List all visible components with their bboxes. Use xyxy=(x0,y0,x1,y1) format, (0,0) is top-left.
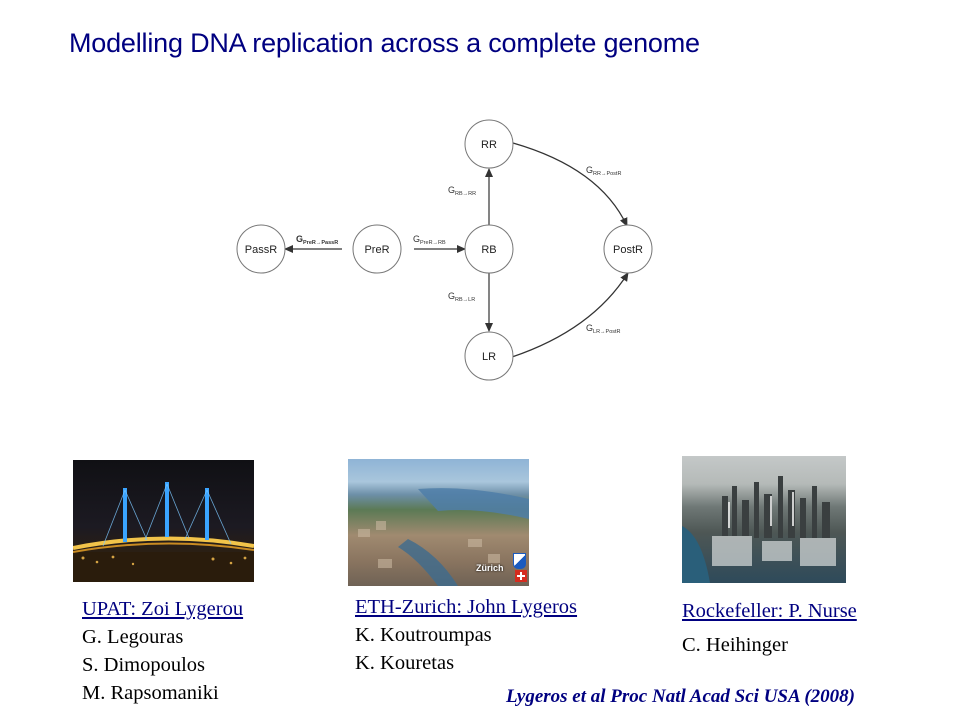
upat-member: G. Legouras xyxy=(82,626,184,648)
zurich-coat-of-arms-icon xyxy=(513,553,526,569)
eth-member: K. Koutroumpas xyxy=(355,624,492,646)
eth-group-head: ETH-Zurich: John Lygeros xyxy=(355,596,578,618)
label-rb-lr: GRB→LR xyxy=(448,291,475,303)
svg-text:RR: RR xyxy=(481,139,497,151)
label-prer-passr: GPreR→PassR xyxy=(296,234,338,246)
eth-member: K. Kouretas xyxy=(355,652,455,674)
swiss-flag-icon xyxy=(515,570,527,582)
rockefeller-group: Rockefeller: P. Nurse C. Heihinger xyxy=(682,594,857,662)
svg-text:PassR: PassR xyxy=(245,244,277,256)
label-lr-postr: GLR→PostR xyxy=(586,323,621,335)
svg-text:RB: RB xyxy=(481,244,496,256)
node-prer: PreR xyxy=(352,224,402,274)
upat-member: M. Rapsomaniki xyxy=(82,682,219,704)
node-postr: PostR xyxy=(603,224,653,274)
zurich-caption: Zürich xyxy=(476,563,504,573)
svg-text:LR: LR xyxy=(482,351,496,363)
node-passr: PassR xyxy=(236,224,286,274)
svg-text:PreR: PreR xyxy=(364,244,389,256)
bridge-night-photo xyxy=(73,460,254,582)
svg-text:PostR: PostR xyxy=(613,244,643,256)
edge-rr-postr xyxy=(512,142,628,227)
rockefeller-group-head: Rockefeller: P. Nurse xyxy=(682,600,857,622)
zurich-aerial-photo: Zürich xyxy=(348,459,529,586)
node-rb: RB xyxy=(464,224,514,274)
label-rr-postr: GRR→PostR xyxy=(586,165,621,177)
eth-group: ETH-Zurich: John Lygeros K. Koutroumpas … xyxy=(355,593,577,677)
upat-group-head: UPAT: Zoi Lygerou xyxy=(82,598,244,620)
label-rb-rr: GRB→RR xyxy=(448,185,476,197)
edge-lr-postr xyxy=(511,272,629,358)
manhattan-aerial-photo xyxy=(682,456,846,583)
upat-group: UPAT: Zoi Lygerou G. Legouras S. Dimopou… xyxy=(82,595,243,707)
node-rr: RR xyxy=(464,119,514,169)
upat-member: S. Dimopoulos xyxy=(82,654,206,676)
rockefeller-member: C. Heihinger xyxy=(682,634,788,656)
citation: Lygeros et al Proc Natl Acad Sci USA (20… xyxy=(506,686,856,707)
slide-title: Modelling DNA replication across a compl… xyxy=(69,28,700,58)
label-prer-rb: GPreR→RB xyxy=(413,234,446,246)
node-lr: LR xyxy=(464,331,514,381)
